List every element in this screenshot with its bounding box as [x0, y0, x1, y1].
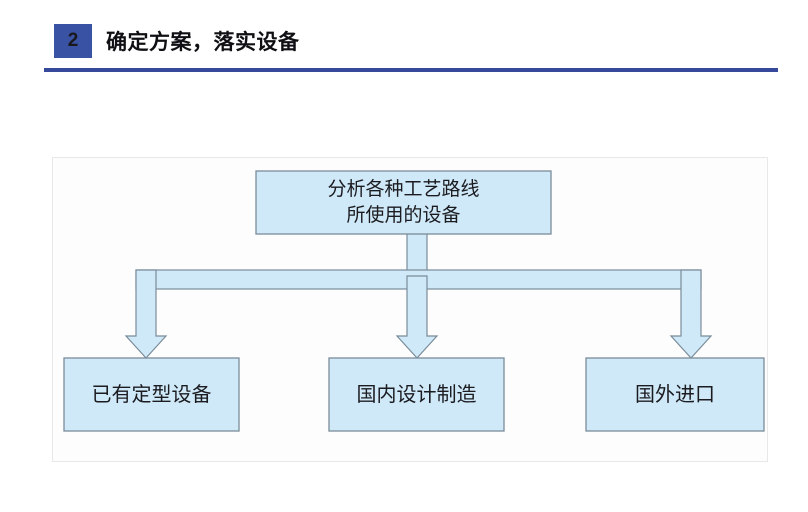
- node-existing-standard-equipment[interactable]: [63, 357, 240, 432]
- arrow-to-domestic-manufacture: [395, 275, 439, 359]
- diagram-panel: 分析各种工艺路线 所使用的设备 已有定型设备 国内设计制造 国外进口: [52, 157, 768, 462]
- step-number-badge: 2: [54, 24, 92, 58]
- arrow-to-foreign-import: [669, 269, 713, 359]
- node-domestic-design-manufacture[interactable]: [328, 357, 505, 432]
- flowchart-graphic: [63, 170, 765, 432]
- slide-header: 2 确定方案，落实设备: [0, 0, 808, 78]
- root-stem: [406, 227, 428, 277]
- arrow-to-existing-equipment: [124, 269, 168, 359]
- node-foreign-import[interactable]: [585, 357, 765, 432]
- node-analyze-process-routes[interactable]: [255, 170, 552, 235]
- title-divider: [44, 68, 778, 72]
- page-title: 确定方案，落实设备: [106, 30, 300, 54]
